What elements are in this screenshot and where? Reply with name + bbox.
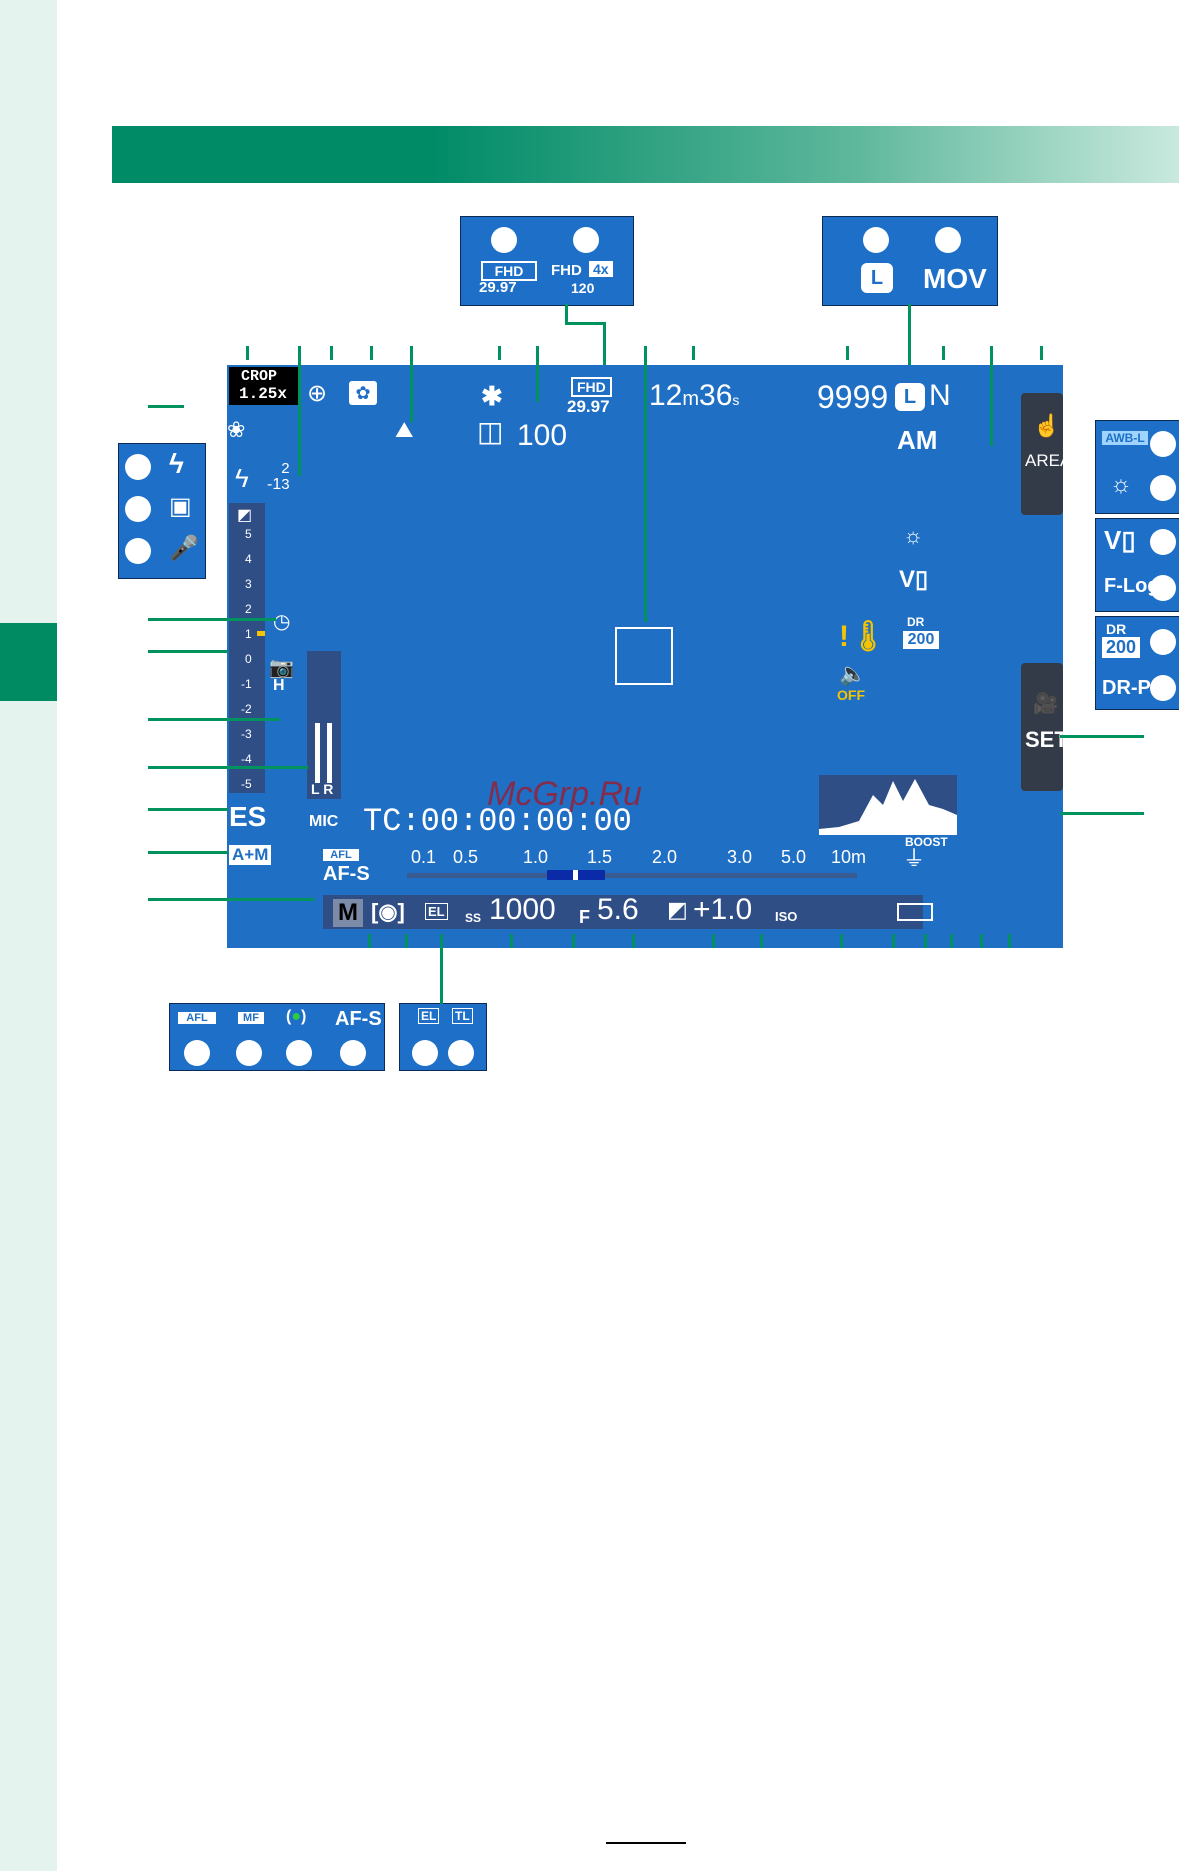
exposure-scale: ◩ 5 4 3 2 1 0 -1 -2 -3 -4 -5 [229,503,265,793]
mic-icon: 🎤 [169,535,199,562]
self-timer-icon: ◷ [273,611,291,633]
film-callout: V▯ F-Log [1095,518,1179,612]
el-lock-icon: EL [425,903,448,920]
wb-shift-icon: ☼ [903,523,924,548]
info-bar [323,895,923,929]
remote-icon: ▣ [169,493,192,520]
flash-bolt-icon: ϟ [169,448,184,479]
histogram [819,775,957,835]
movie-icon: 🎥 [1033,693,1058,715]
battery-icon [897,903,933,921]
distance-bar [407,870,857,880]
audio-level-meter: L R [307,651,341,799]
side-margin [0,0,57,1871]
metering-icon: [◉] [371,899,405,924]
burst-camera-icon: 📷 [269,657,294,679]
page-number-line [606,1842,686,1844]
exp-comp-icon: ◩ [667,897,688,922]
bluetooth-icon: ✱ [481,381,503,411]
flash-callout: ϟ ▣ 🎤 [118,443,206,579]
location-icon: ⛰ [395,417,414,442]
af-indicator-icon: (●) [286,1008,307,1025]
format-callout: L MOV [822,216,998,306]
section-banner [112,126,1179,183]
touch-icon: ☝ [1033,413,1061,438]
recording-time: 12m36s [649,379,740,412]
wb-callout: AWB-L ☼ [1095,420,1179,514]
focus-frame [615,627,673,685]
shutter-icon: ✿ [349,381,377,405]
frame-rate-callout: FHD 29.97 FHD 4x 120 [460,216,634,306]
power-plug-icon: ⏚ [903,846,926,871]
film-icon: V▯ [1104,525,1136,555]
set-tab[interactable]: 🎥 SET [1021,663,1068,791]
film-sim-icon: V▯ [899,566,929,593]
boost-icon: ◔ [905,813,919,838]
area-tab[interactable]: ☝ AREA [1021,393,1071,515]
battery-pack-icon: ◫ [477,416,504,447]
e-lock-icon: EL [418,1008,440,1024]
large-size-icon: L [861,263,893,293]
af-callout: AFL MF (●) AF-S [169,1003,385,1071]
speaker-icon: 🔈 [839,661,867,686]
t-lock-icon: TL [452,1008,473,1024]
chapter-tab [0,623,57,701]
temperature-warning-icon: !🌡 [839,620,888,653]
shake-icon: ❀ [227,417,246,442]
fhd-badge: FHD [571,377,612,397]
image-size-icon: L [895,383,925,411]
exposure-comp-icon: ◩ [237,507,253,524]
wb-icon: ☼ [1110,471,1132,498]
dr-callout: DR 200 DR-P [1095,616,1179,710]
focus-zoom-icon: ⊕ [307,380,328,407]
lock-callout: EL TL [399,1003,487,1071]
crop-badge: CROP 1.25x [229,367,301,405]
flash-icon: ϟ [235,463,249,493]
